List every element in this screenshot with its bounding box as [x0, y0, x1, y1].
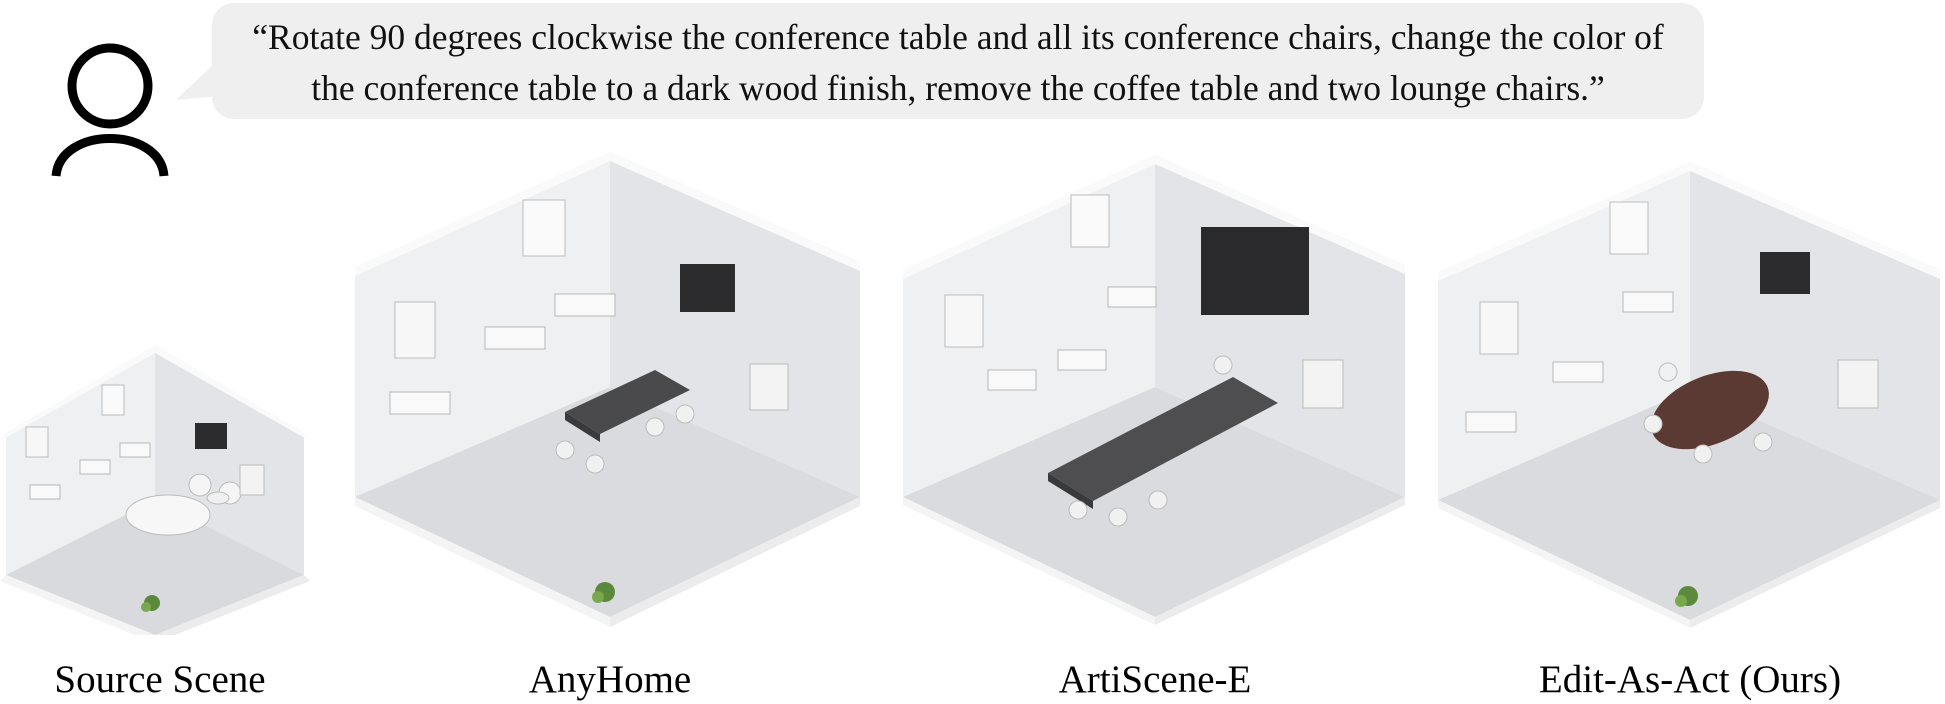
instruction-bubble: “Rotate 90 degrees clockwise the confere…	[212, 3, 1704, 119]
edit-as-act-scene-render	[1438, 162, 1940, 628]
caption-anyhome: AnyHome	[528, 658, 692, 701]
instruction-text: “Rotate 90 degrees clockwise the confere…	[252, 12, 1663, 114]
source-scene-render	[0, 345, 310, 635]
caption-artiscene-e: ArtiScene-E	[1058, 658, 1252, 701]
anyhome-scene-render	[355, 152, 860, 627]
artiscene-e-scene-render	[903, 155, 1405, 625]
user-icon	[51, 43, 169, 177]
plant-icon	[141, 595, 160, 612]
caption-source-scene: Source Scene	[54, 658, 266, 701]
instruction-line-1: “Rotate 90 degrees clockwise the confere…	[252, 17, 1664, 57]
plant-icon	[592, 582, 615, 603]
caption-edit-as-act: Edit-As-Act (Ours)	[1538, 658, 1842, 701]
plant-icon	[1675, 586, 1698, 607]
speech-bubble-tail	[176, 56, 222, 100]
instruction-line-2: the conference table to a dark wood fini…	[311, 68, 1605, 108]
